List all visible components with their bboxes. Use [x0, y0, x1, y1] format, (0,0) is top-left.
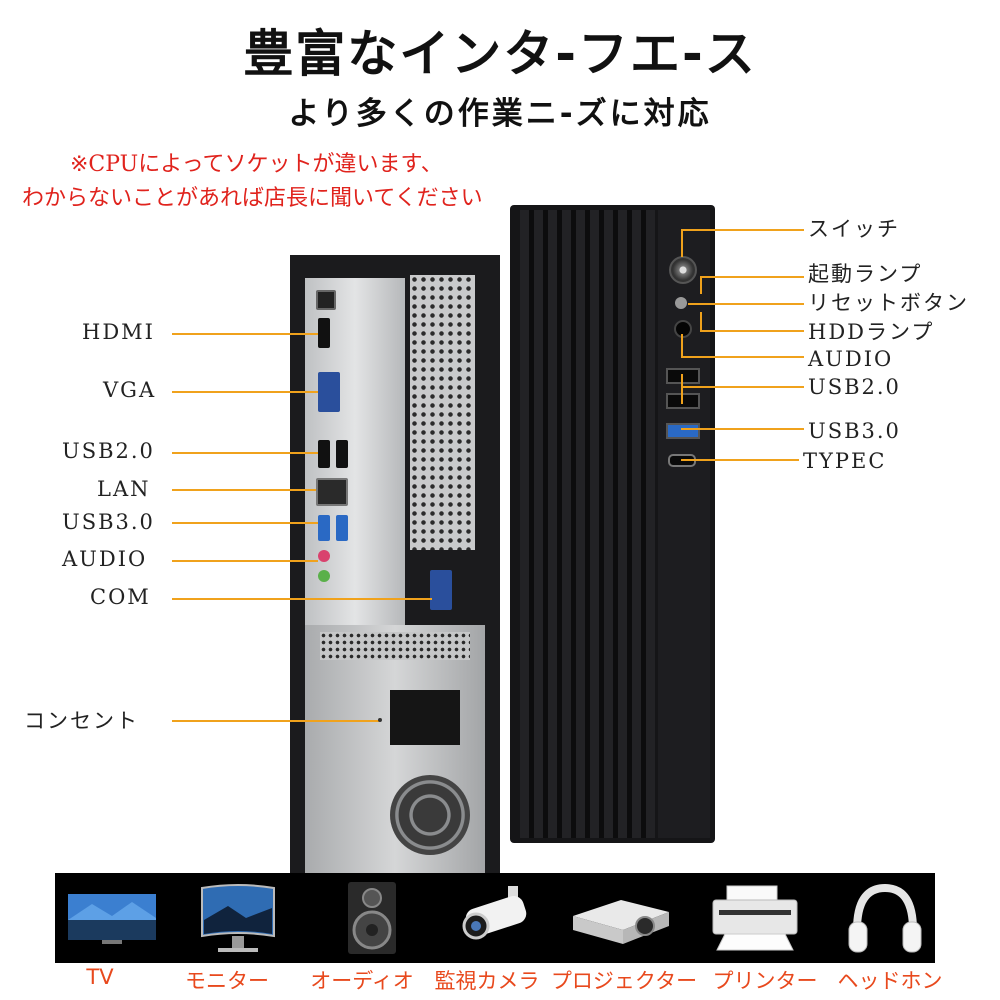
security-camera-icon [452, 880, 552, 956]
label-power-lamp: 起動ランプ [808, 262, 923, 286]
device-label-projector: プロジェクター [550, 969, 698, 993]
label-com: COM [90, 585, 151, 609]
reset-button [675, 297, 687, 309]
label-switch: スイッチ [808, 217, 900, 241]
power-socket [390, 690, 460, 745]
label-hdd-lamp: HDDランプ [808, 320, 935, 344]
label-typec: TYPEC [803, 449, 887, 473]
leader-switch [681, 229, 804, 231]
front-audio-jack [674, 320, 692, 338]
com-port [430, 570, 452, 610]
label-hdmi: HDMI [82, 320, 155, 344]
device-label-printer: プリンター [712, 969, 818, 993]
device-label-camera: 監視カメラ [434, 969, 540, 993]
usb3-front-port [666, 423, 700, 439]
speaker-icon [322, 880, 422, 956]
leader-vga [172, 391, 318, 393]
cpu-note-line1: ※CPUによってソケットが違います、 [70, 152, 443, 177]
leader-hdd-lamp [700, 330, 804, 332]
label-usb3-rear: USB3.0 [62, 510, 155, 534]
usb3-rear-port [336, 515, 348, 541]
cpu-note-line2: わからないことがあれば店長に聞いてください [22, 186, 483, 211]
leader-outlet [172, 720, 380, 722]
page-subtitle: より多くの作業ニ-ズに対応 [288, 96, 712, 132]
leader-usb2-front [681, 386, 804, 388]
leader-power-lamp [700, 276, 804, 278]
label-usb2-front: USB2.0 [808, 375, 901, 399]
projector-icon [565, 880, 669, 956]
leader-lan [172, 489, 316, 491]
printer-icon [705, 880, 805, 956]
label-outlet: コンセント [24, 709, 139, 733]
leader-hdd-lamp-v [700, 312, 702, 330]
power-switch [669, 256, 697, 284]
audio-pink-jack [318, 550, 330, 562]
device-label-monitor: モニター [185, 969, 269, 993]
leader-dot [378, 718, 382, 722]
headphones-icon [835, 880, 935, 956]
usb2-front-port [666, 368, 700, 384]
lan-port [316, 478, 348, 506]
audio-green-jack [318, 570, 330, 582]
leader-switch-v [681, 229, 683, 257]
label-usb3-front: USB3.0 [808, 419, 901, 443]
leader-audio-front [681, 356, 804, 358]
usb3-rear-port [318, 515, 330, 541]
rear-vent [320, 632, 470, 660]
leader-hdmi [172, 333, 318, 335]
label-reset: リセットボタン [808, 291, 969, 315]
ps2-port [316, 290, 336, 310]
leader-audio-rear [172, 560, 318, 562]
label-audio-rear: AUDIO [62, 547, 148, 571]
device-label-tv: TV [86, 965, 114, 989]
vga-port [318, 372, 340, 412]
label-vga: VGA [103, 378, 157, 402]
hdmi-port [318, 318, 330, 348]
leader-audio-front-v [681, 334, 683, 356]
leader-typec [681, 459, 799, 461]
leader-usb2-front-v [681, 374, 683, 404]
device-label-audio: オーディオ [310, 969, 414, 993]
leader-usb3-front [681, 428, 804, 430]
rear-expansion-slot [410, 275, 475, 550]
leader-reset [688, 303, 804, 305]
monitor-icon [188, 880, 288, 956]
label-audio-front: AUDIO [808, 347, 894, 371]
front-grooves [520, 210, 655, 838]
label-usb2-rear: USB2.0 [62, 439, 155, 463]
leader-usb2-rear [172, 452, 318, 454]
leader-usb3-rear [172, 522, 318, 524]
label-lan: LAN [97, 477, 151, 501]
leader-power-lamp-v [700, 276, 702, 294]
page-title: 豊富なインタ-フエ-ス [243, 25, 757, 83]
usb2-front-port [666, 393, 700, 409]
leader-com [172, 598, 432, 600]
psu-fan [390, 775, 470, 855]
device-label-headphones: ヘッドホン [837, 969, 943, 993]
tv-icon [62, 880, 162, 956]
usb2-rear-port [318, 440, 330, 468]
usb2-rear-port [336, 440, 348, 468]
